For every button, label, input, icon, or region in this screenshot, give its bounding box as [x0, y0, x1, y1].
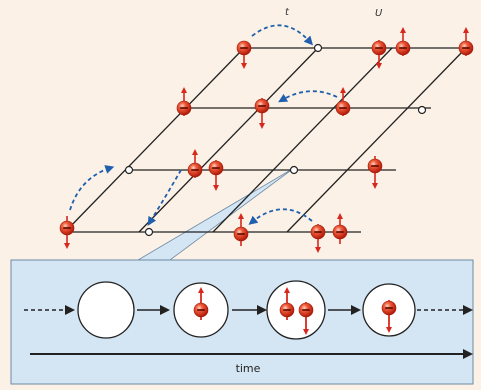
hopping-arrows: [69, 24, 338, 226]
state-double-occupied: [266, 280, 326, 340]
electron-spin-up: [233, 213, 249, 246]
electron-spin-down: [371, 40, 387, 69]
electron-spin-up: [176, 87, 192, 116]
time-evolution-panel: time: [10, 259, 474, 385]
state-empty: [77, 281, 135, 339]
square-lattice: [64, 47, 467, 233]
hopping-label: t: [285, 7, 290, 18]
time-axis-label: time: [236, 362, 261, 375]
electron-spin-up: [187, 149, 203, 178]
electron-spin-down: [59, 216, 75, 249]
electron-spin-down: [298, 302, 314, 335]
electron-spin-up: [395, 27, 411, 56]
electron-spin-up: [332, 213, 348, 244]
electron-spin-down: [310, 224, 326, 253]
electron-spin-up: [335, 87, 351, 116]
electron-spin-down: [381, 300, 397, 333]
electron-spin-down: [367, 156, 383, 189]
electrons: [59, 27, 474, 253]
electron-spin-up: [458, 27, 474, 56]
electron-spin-down: [254, 98, 270, 129]
electron-spin-down: [208, 160, 224, 191]
electron-spin-up: [279, 287, 295, 320]
electron-spin-up: [193, 287, 209, 320]
electron-spin-down: [236, 40, 252, 69]
empty-sites: [124, 43, 427, 237]
interaction-label: U: [375, 8, 383, 19]
